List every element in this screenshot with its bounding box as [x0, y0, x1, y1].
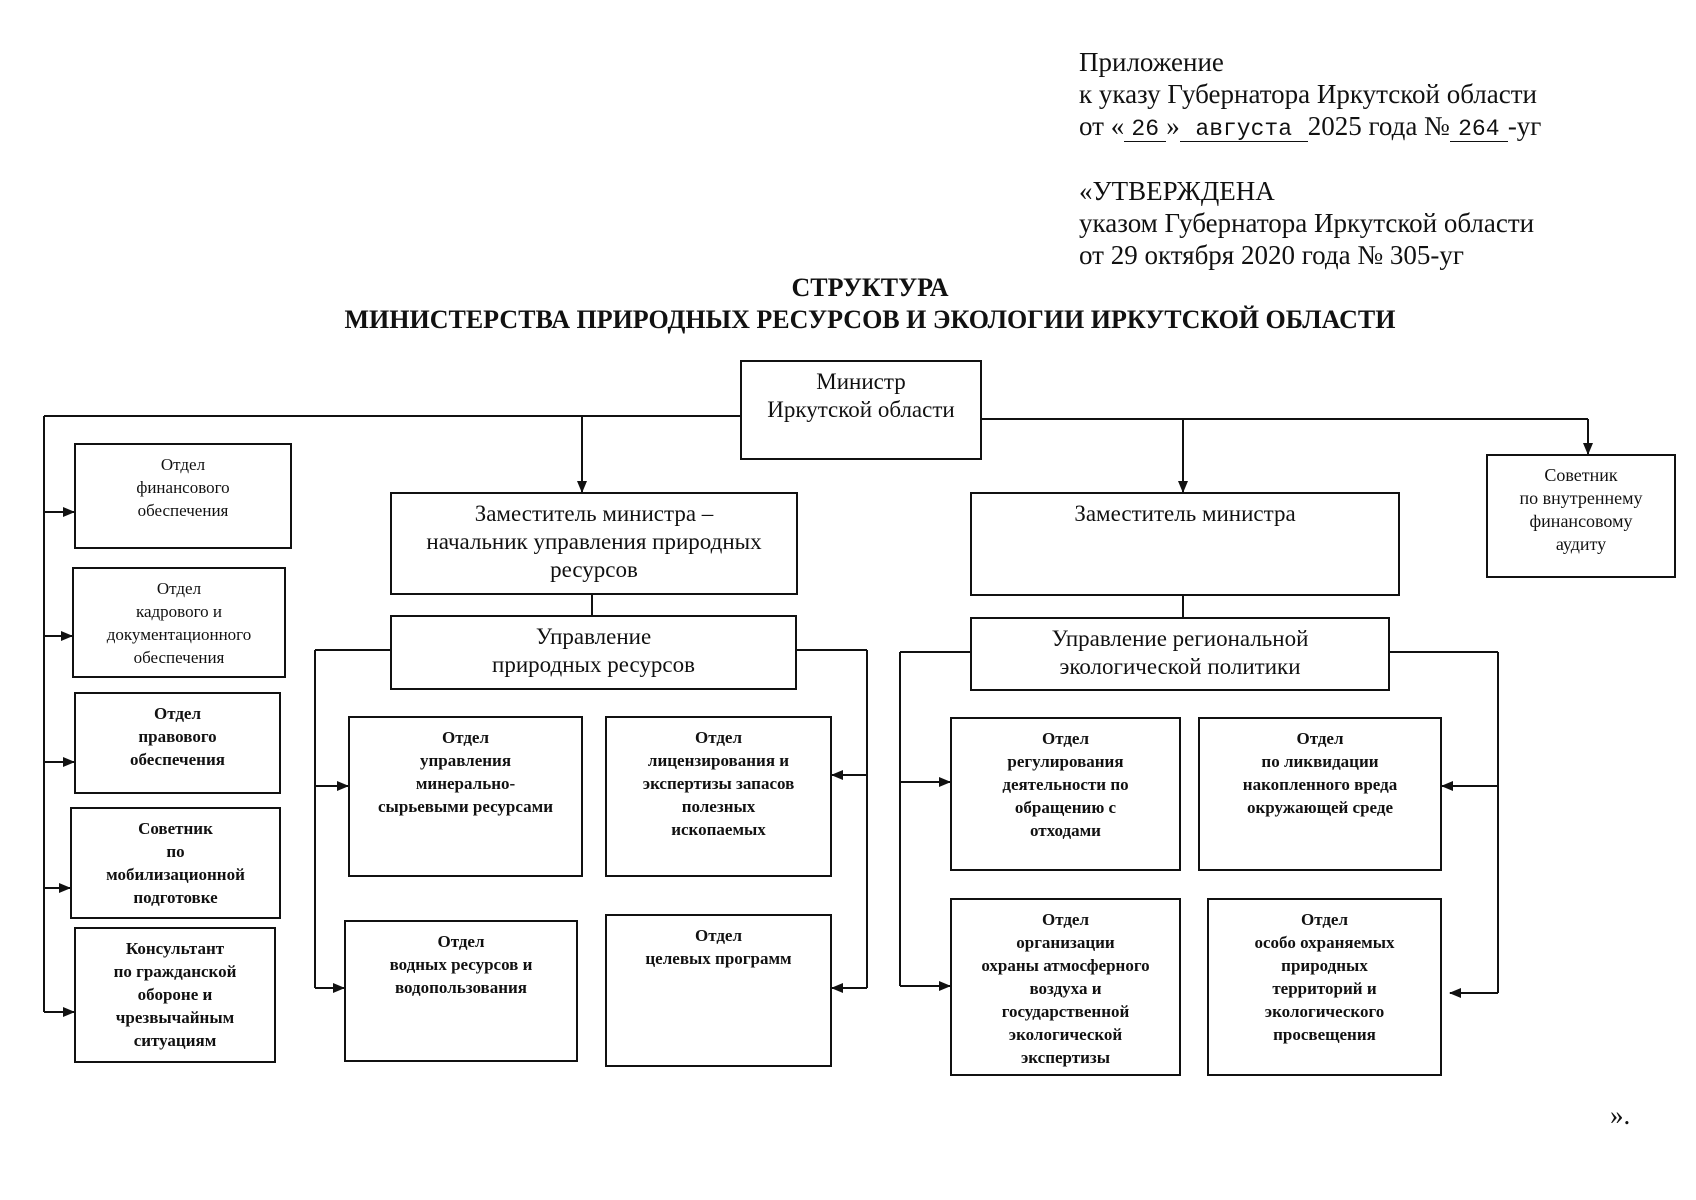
structure-title: СТРУКТУРА [791, 273, 949, 302]
approved-label: «УТВЕРЖДЕНА [1079, 176, 1275, 206]
dept-licensing-box: Отдел лицензирования и экспертизы запасо… [605, 716, 832, 877]
ministry-title: МИНИСТЕРСТВА ПРИРОДНЫХ РЕСУРСОВ И ЭКОЛОГ… [344, 305, 1396, 334]
decree-number: 264 [1449, 117, 1508, 142]
dept-protected-box: Отдел особо охраняемых природных террито… [1207, 898, 1442, 1076]
admin-ecology-box: Управление региональной экологической по… [970, 617, 1390, 691]
dept-programs-box: Отдел целевых программ [605, 914, 832, 1067]
consultant-box: Консультант по гражданской обороне и чре… [74, 927, 276, 1063]
dept-waste-box: Отдел регулирования деятельности по обра… [950, 717, 1181, 871]
dept-hr-label: Отдел кадрового и документационного обес… [106, 579, 252, 667]
deputy-label: Заместитель министра [1074, 501, 1296, 526]
appendix-label: Приложение [1079, 47, 1224, 77]
admin-nature-box: Управление природных ресурсов [390, 615, 797, 690]
day-close-quote: » [1166, 111, 1180, 141]
decree-line: к указу Губернатора Иркутской области [1079, 79, 1537, 109]
advisor-mobilization-box: Советник по мобилизационной подготовке [70, 807, 281, 919]
minister-box: Министр Иркутской области [740, 360, 982, 460]
consultant-label: Консультант по гражданской обороне и чре… [113, 939, 237, 1050]
dept-water-label: Отдел водных ресурсов и водопользования [389, 932, 533, 997]
dept-damage-label: Отдел по ликвидации накопленного вреда о… [1242, 729, 1398, 817]
decree-year-text: 2025 года № [1307, 111, 1450, 141]
admin-nature-label: Управление природных ресурсов [492, 624, 695, 677]
dept-water-box: Отдел водных ресурсов и водопользования [344, 920, 578, 1062]
advisor-mobilization-label: Советник по мобилизационной подготовке [106, 819, 245, 907]
approved-by-line: указом Губернатора Иркутской области [1079, 208, 1535, 238]
advisor-audit-box: Советник по внутреннему финансовому ауди… [1486, 454, 1676, 578]
advisor-audit-label: Советник по внутреннему финансовому ауди… [1519, 465, 1643, 554]
decree-number-suffix: -уг [1507, 111, 1542, 141]
dept-legal-box: Отдел правового обеспечения [74, 692, 281, 794]
dept-finance-label: Отдел финансового обеспечения [136, 455, 230, 520]
dept-legal-label: Отдел правового обеспечения [130, 704, 225, 769]
dept-minerals-box: Отдел управления минерально- сырьевыми р… [348, 716, 583, 877]
dept-finance-box: Отдел финансового обеспечения [74, 443, 292, 549]
admin-ecology-label: Управление региональной экологической по… [1051, 626, 1309, 679]
dept-air-label: Отдел организации охраны атмосферного во… [981, 910, 1150, 1067]
dept-waste-label: Отдел регулирования деятельности по обра… [1002, 729, 1129, 840]
minister-label: Министр Иркутской области [767, 369, 955, 422]
deputy-nature-box: Заместитель министра – начальник управле… [390, 492, 798, 595]
dept-licensing-label: Отдел лицензирования и экспертизы запасо… [642, 728, 795, 839]
dept-programs-label: Отдел целевых программ [645, 926, 792, 968]
date-prefix: от « [1079, 111, 1125, 141]
dept-hr-box: Отдел кадрового и документационного обес… [72, 567, 286, 678]
decree-day: 26 [1124, 117, 1167, 142]
dept-protected-label: Отдел особо охраняемых природных террито… [1254, 910, 1395, 1044]
closing-quote-mark: ». [1610, 1100, 1631, 1130]
decree-month: августа [1179, 117, 1308, 142]
dept-damage-box: Отдел по ликвидации накопленного вреда о… [1198, 717, 1442, 871]
approved-date-line: от 29 октября 2020 года № 305-уг [1079, 240, 1464, 270]
deputy-box: Заместитель министра [970, 492, 1400, 596]
dept-air-box: Отдел организации охраны атмосферного во… [950, 898, 1181, 1076]
dept-minerals-label: Отдел управления минерально- сырьевыми р… [378, 728, 553, 816]
deputy-nature-label: Заместитель министра – начальник управле… [426, 501, 762, 582]
